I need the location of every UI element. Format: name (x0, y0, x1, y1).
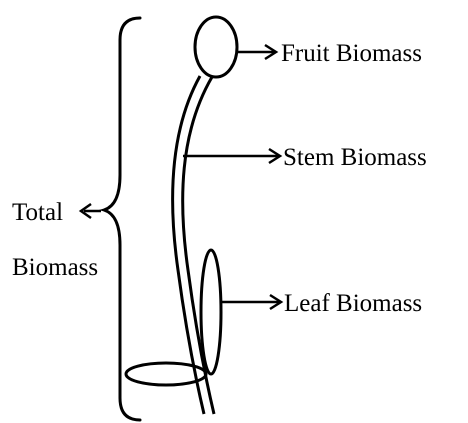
leaf-arrow (221, 295, 281, 309)
stem-biomass-label: Stem Biomass (283, 144, 427, 171)
total-brace (104, 18, 140, 420)
total-label: Total (12, 199, 63, 226)
fruit-arrow (238, 45, 276, 59)
leaf-biomass-label: Leaf Biomass (284, 290, 422, 317)
fruit-biomass-label: Fruit Biomass (281, 40, 422, 67)
stem-arrow (183, 149, 280, 163)
total-arrow (81, 204, 101, 218)
fruit-shape (195, 17, 237, 77)
leaf-upright-shape (201, 250, 221, 374)
biomass-label: Biomass (12, 254, 98, 281)
